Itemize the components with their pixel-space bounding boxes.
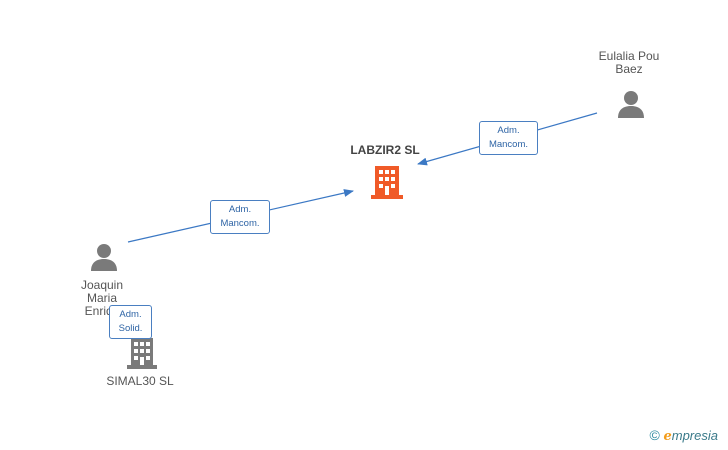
person-name-line: Maria <box>86 291 117 305</box>
person-icon[interactable] <box>89 242 119 272</box>
company-name-simal30[interactable]: SIMAL30 SL <box>106 374 174 388</box>
copyright-symbol: © <box>649 427 660 443</box>
role-badge-joaquin-labzir2[interactable]: Adm. Mancom. <box>210 200 270 234</box>
brand-initial: e <box>663 429 672 444</box>
role-line: Mancom. <box>488 139 529 150</box>
person-icon[interactable] <box>616 89 646 119</box>
building-icon[interactable] <box>126 336 158 370</box>
person-name-line: Baez <box>615 62 643 76</box>
building-icon[interactable] <box>370 164 404 200</box>
role-badge-eulalia[interactable]: Adm. Mancom. <box>479 121 538 155</box>
brand-name: mpresia <box>671 428 718 443</box>
role-line: Mancom. <box>220 218 260 229</box>
role-line: Solid. <box>118 323 143 334</box>
role-badge-joaquin-simal30[interactable]: Adm. Solid. <box>109 305 152 339</box>
empresia-logo: © empresia <box>650 427 718 444</box>
person-name-line: Eulalia Pou <box>598 49 660 63</box>
role-line: Adm. <box>228 204 252 215</box>
person-name-eulalia[interactable]: Eulalia Pou Baez <box>583 50 675 76</box>
company-name-labzir2[interactable]: LABZIR2 SL <box>350 143 420 157</box>
role-line: Adm. <box>119 309 142 320</box>
person-name-line: Joaquin <box>80 278 124 292</box>
role-line: Adm. <box>497 125 520 136</box>
